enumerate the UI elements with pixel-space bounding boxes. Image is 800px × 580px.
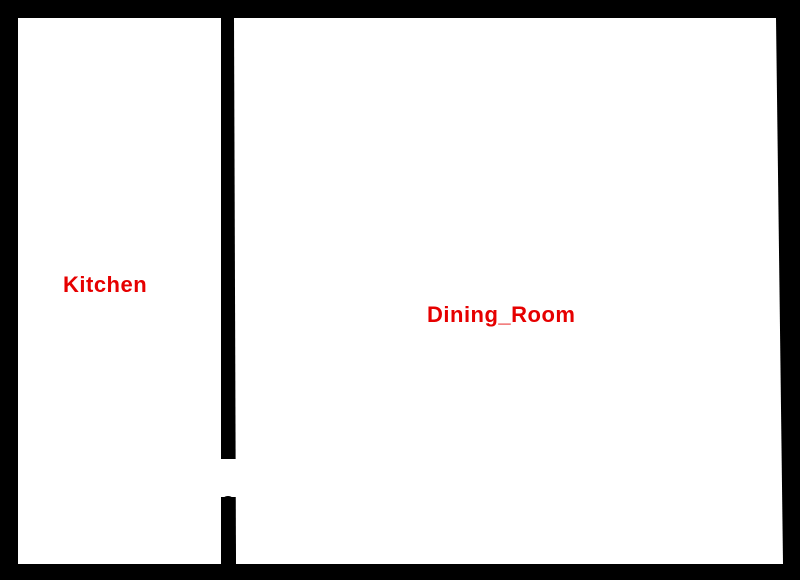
doorway-opening (219, 459, 237, 497)
room-label-dining-room: Dining_Room (427, 302, 576, 327)
dividing-wall-upper (221, 18, 234, 459)
dividing-wall-lower (221, 496, 236, 564)
dining-room-floor (234, 18, 783, 564)
room-label-kitchen: Kitchen (63, 272, 148, 297)
kitchen-floor (18, 18, 221, 564)
